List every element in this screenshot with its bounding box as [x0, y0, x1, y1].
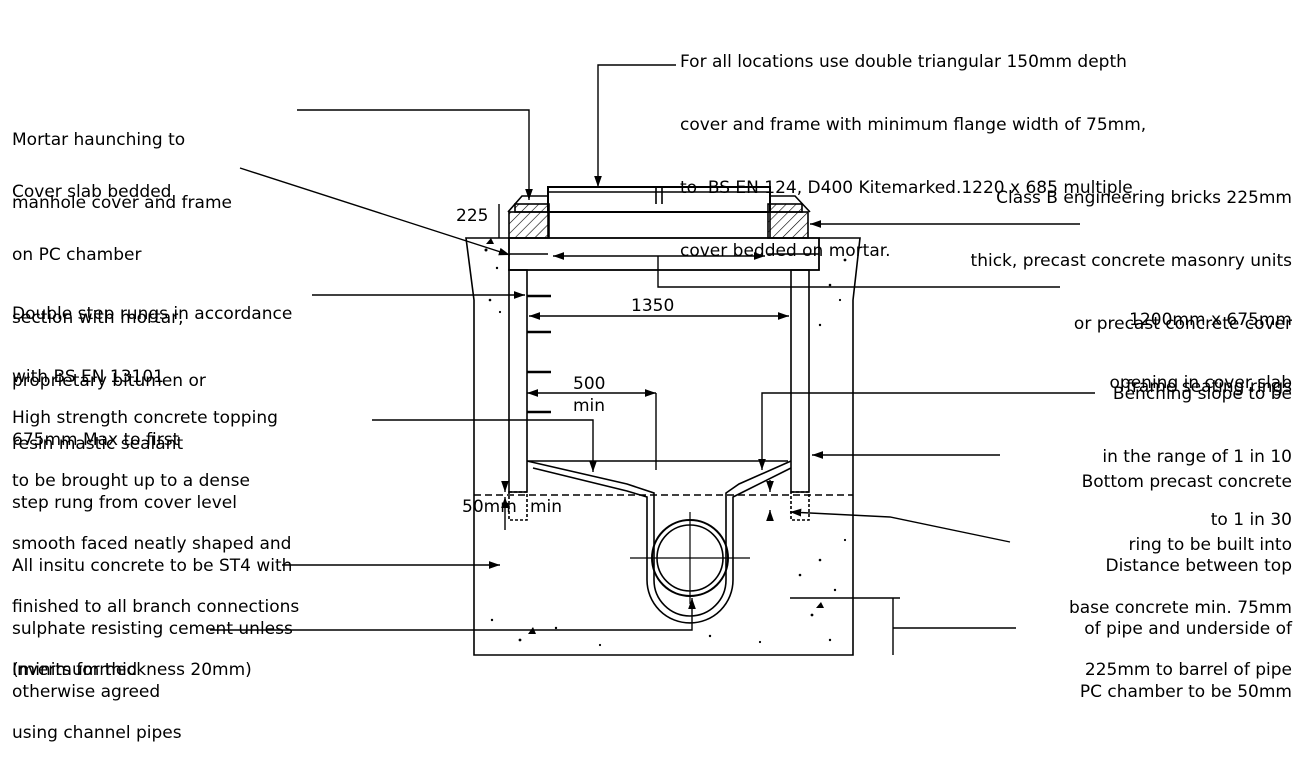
- note-line: on PC chamber: [12, 245, 142, 265]
- note-line: High strength concrete topping: [12, 408, 278, 428]
- note-line: step rung from cover level: [12, 493, 237, 513]
- note-benching-slope: Benching slope to be in the range of 1 i…: [1102, 342, 1292, 552]
- note-line: with BS EN 13101: [12, 367, 164, 387]
- manhole-section-drawing: [210, 64, 1095, 656]
- note-line: opening in cover slab: [1109, 373, 1292, 393]
- note-line: For all locations use double triangular …: [680, 52, 1127, 72]
- note-line: or precast concrete cover: [1073, 314, 1292, 334]
- note-line: section with mortar,: [12, 308, 184, 328]
- note-line: ring to be built into: [1128, 535, 1292, 555]
- note-line: Double step rungs in accordance: [12, 304, 293, 324]
- note-line: in the range of 1 in 10: [1102, 447, 1292, 467]
- dimension-50mm-min: min: [530, 497, 563, 517]
- note-line: finished to all branch connections: [12, 597, 300, 617]
- note-line: Bottom precast concrete: [1081, 472, 1292, 492]
- note-class-b-bricks: Class B engineering bricks 225mm thick, …: [971, 146, 1292, 419]
- note-line: smooth faced neatly shaped and: [12, 534, 292, 554]
- brick-course-right: [767, 211, 809, 239]
- note-line: proprietary bitumen or: [12, 371, 206, 391]
- concrete-aggregate-specks: [484, 238, 847, 647]
- dimension-1350: 1350: [631, 296, 675, 316]
- note-line: sulphate resisting cement unless: [12, 619, 293, 639]
- note-line: All insitu concrete to be ST4 with: [12, 556, 293, 576]
- note-line: of pipe and underside of: [1084, 619, 1292, 639]
- note-line: Class B engineering bricks 225mm: [996, 188, 1292, 208]
- note-line: resin mastic sealant: [12, 434, 184, 454]
- note-line: to BS EN 124, D400 Kitemarked.1220 x 685…: [680, 178, 1133, 198]
- surround-right: [819, 237, 861, 495]
- note-line: cover and frame with minimum flange widt…: [680, 115, 1147, 135]
- brick-course-left: [508, 211, 550, 239]
- ring-wall-left: [508, 269, 528, 493]
- note-line: manhole cover and frame: [12, 193, 232, 213]
- surround-left: [465, 237, 509, 495]
- note-inverts: Inverts formed using channel pipes: [12, 618, 182, 765]
- note-barrel-of-pipe: 225mm to barrel of pipe: [1085, 618, 1292, 702]
- note-line: Benching slope to be: [1112, 384, 1292, 404]
- note-line: thick, precast concrete masonry units: [970, 251, 1292, 271]
- note-line: 225mm to barrel of pipe: [1084, 660, 1292, 680]
- ring-wall-right: [790, 269, 810, 493]
- note-line: Distance between top: [1105, 556, 1292, 576]
- note-opening-cover-slab: 1200mm x 675mm opening in cover slab: [1110, 268, 1292, 415]
- note-line: base concrete min. 75mm: [1068, 598, 1292, 618]
- dimension-500-min: min: [573, 396, 606, 416]
- note-mortar-haunching: Mortar haunching to manhole cover and fr…: [12, 88, 232, 235]
- step-rungs: [527, 294, 551, 414]
- note-bottom-ring: Bottom precast concrete ring to be built…: [1069, 430, 1292, 640]
- note-step-rungs: Double step rungs in accordance with BS …: [12, 262, 292, 535]
- note-line: using channel pipes: [12, 723, 182, 743]
- dimension-225: 225: [456, 206, 489, 226]
- dimension-50mm: 50mm: [462, 497, 517, 517]
- note-line: Mortar haunching to: [12, 130, 186, 150]
- note-line: frame seating rings: [1125, 377, 1292, 397]
- note-line: cover bedded on mortar.: [680, 241, 891, 261]
- note-cover-and-frame: For all locations use double triangular …: [680, 10, 1146, 283]
- base-concrete-outline: [473, 495, 854, 656]
- note-line: to 1 in 30: [1210, 510, 1292, 530]
- note-line: Cover slab bedded: [12, 182, 172, 202]
- note-line: to be brought up to a dense: [12, 471, 250, 491]
- note-line: 1200mm x 675mm: [1129, 310, 1292, 330]
- note-line: Inverts formed: [12, 660, 138, 680]
- dimension-500: 500: [573, 374, 606, 394]
- note-cover-slab: Cover slab bedded on PC chamber section …: [12, 140, 206, 476]
- note-line: 675mm Max to first: [12, 430, 180, 450]
